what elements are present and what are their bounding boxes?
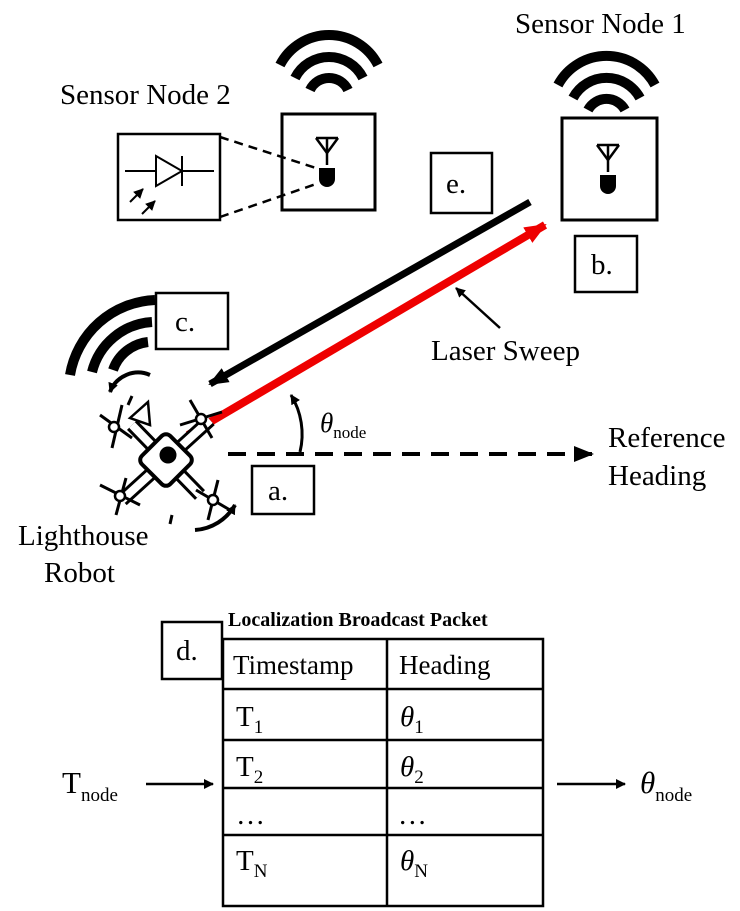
table-row-heading: θ1 [400, 701, 424, 738]
drone-robot-icon [99, 395, 231, 525]
table-row-timestamp: T1 [236, 701, 263, 738]
marker-a-box [250, 464, 316, 516]
laser-sweep-label: Laser Sweep [431, 335, 580, 367]
packet-title: Localization Broadcast Packet [228, 609, 488, 631]
marker-d-box [160, 620, 224, 681]
theta-node-label: θnode [320, 408, 366, 442]
photodiode-zoom-box [116, 132, 222, 222]
table-row-timestamp: TN [236, 845, 268, 882]
antenna-icon [595, 143, 621, 172]
diode-symbol-icon [125, 154, 214, 215]
input-t-node: Tnode [62, 765, 118, 806]
table-row-timestamp: … [236, 799, 265, 831]
marker-e-box [429, 151, 494, 215]
rotation-arrow-top [108, 370, 151, 393]
robot-label-2: Robot [44, 557, 115, 589]
photodiode-icon [319, 168, 335, 187]
table-row-timestamp: T2 [236, 751, 263, 788]
marker-d-label: d. [176, 635, 198, 667]
rotation-arrow-bottom [194, 503, 237, 532]
table-row-heading: θ2 [400, 751, 424, 788]
angle-arc [289, 394, 304, 453]
return-beam [208, 198, 532, 388]
sensor-node-2-title: Sensor Node 2 [60, 79, 231, 111]
marker-c-label: c. [175, 306, 195, 338]
output-theta-node: θnode [640, 765, 692, 806]
sensor-node-1-title: Sensor Node 1 [515, 8, 686, 40]
packet-header-timestamp: Timestamp [233, 650, 354, 680]
packet-header-heading: Heading [399, 650, 490, 680]
marker-e-label: e. [446, 168, 466, 200]
antenna-icon [314, 136, 340, 165]
table-row-heading: θN [400, 845, 428, 882]
laser-sweep-beam [185, 221, 548, 439]
marker-c-box [154, 291, 230, 351]
photodiode-icon [600, 175, 616, 194]
packet-table [221, 637, 545, 908]
table-row-heading: … [400, 799, 426, 831]
reference-heading-label-2: Heading [608, 460, 706, 492]
wifi-icon [553, 50, 660, 113]
marker-b-label: b. [591, 249, 613, 281]
wifi-icon [275, 29, 383, 93]
reference-heading-label-1: Reference [608, 422, 726, 454]
sensor-node-1-box [560, 116, 659, 222]
robot-label-1: Lighthouse [18, 520, 149, 552]
laser-sweep-pointer [455, 287, 501, 329]
wifi-icon [65, 295, 156, 376]
marker-b-box [573, 234, 639, 294]
marker-a-label: a. [268, 475, 288, 507]
